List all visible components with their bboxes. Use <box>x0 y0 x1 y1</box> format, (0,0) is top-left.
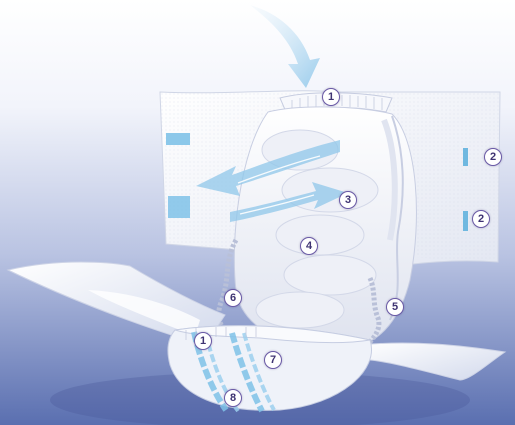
fastener-right-bottom <box>463 211 468 231</box>
callout-badge: 6 <box>224 289 242 307</box>
callout-badge: 3 <box>339 191 357 209</box>
callout-badge: 4 <box>300 237 318 255</box>
callout-badge: 1 <box>194 332 212 350</box>
callout-badge: 2 <box>472 210 490 228</box>
fastener-right-top <box>463 148 468 166</box>
callout-badge: 5 <box>386 298 404 316</box>
callout-badge: 1 <box>322 88 340 106</box>
callout-badge: 2 <box>484 148 502 166</box>
callout-badge: 7 <box>264 351 282 369</box>
fastener-left-top <box>166 133 190 145</box>
callout-badge: 8 <box>224 389 242 407</box>
fastener-left-bottom <box>168 196 190 218</box>
